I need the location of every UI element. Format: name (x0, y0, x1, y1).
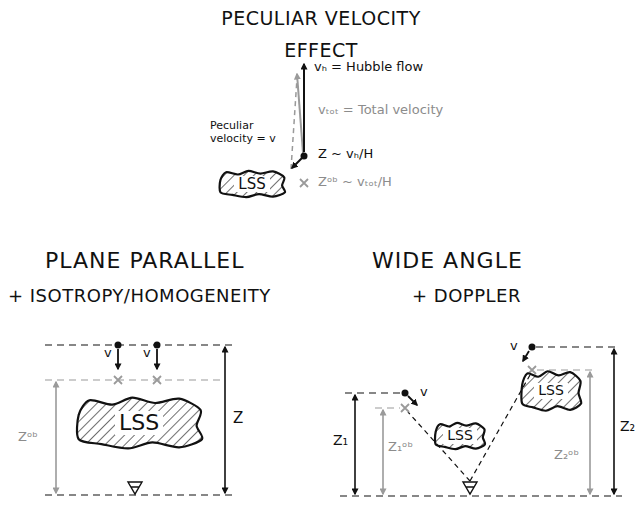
observer-baseline (45, 494, 232, 495)
observed-position-mark (300, 179, 308, 187)
peculiar-velocity-arrow (117, 349, 119, 369)
galaxy-dot (154, 342, 161, 349)
structure-label: LSS (234, 176, 269, 193)
velocity-label: Peculiar velocity = v (210, 120, 294, 145)
velocity-sum-guide (291, 78, 297, 169)
total-velocity-arrow (297, 74, 303, 153)
observed-distance-arrow (382, 410, 384, 494)
observed-position-mark (153, 376, 161, 384)
observer-symbol (128, 482, 142, 494)
observed-distance-line (537, 369, 596, 370)
galaxy-dot (115, 342, 122, 349)
structure-blob (521, 371, 581, 410)
distance-label: Z (233, 410, 243, 427)
distance-arrow (354, 395, 356, 494)
observed-distance-line (375, 407, 400, 408)
distance-label: Z₁ᵒᵇ (388, 440, 413, 455)
peculiar-velocity-arrow (408, 396, 417, 405)
galaxy-dot (529, 344, 536, 351)
large-scale-structure: LSS (515, 366, 587, 416)
large-scale-structure: LSS (213, 166, 291, 202)
velocity-label: vₕ = Hubble flow (314, 60, 423, 75)
observed-distance-arrow (589, 372, 591, 494)
section-subheading: + ISOTROPY/HOMOGENEITY (8, 286, 271, 307)
structure-label: LSS (534, 383, 568, 398)
large-scale-structure: LSS (429, 418, 491, 454)
velocity-symbol: v (143, 346, 151, 361)
structure-blob (220, 171, 286, 197)
distance-label: Z₂ᵒᵇ (554, 448, 579, 463)
distance-label: Zᵒᵇ (18, 430, 38, 445)
galaxy-dot (402, 390, 409, 397)
diagram-title: PECULIAR VELOCITY EFFECT (196, 2, 446, 66)
distance-label: Z₁ (333, 432, 348, 448)
redshift-formula: Z ~ vₕ/H (318, 147, 373, 162)
peculiar-velocity-arrow (292, 158, 302, 168)
hubble-flow-arrow (303, 64, 305, 152)
peculiar-velocity-arrow (156, 349, 158, 369)
observed-position-mark (114, 376, 122, 384)
structure-blob (435, 423, 485, 449)
velocity-label: vₜₒₜ = Total velocity (318, 103, 443, 118)
distance-arrow (613, 349, 615, 494)
velocity-symbol: v (420, 385, 428, 400)
observer-symbol (463, 482, 477, 494)
true-distance-line (536, 346, 616, 347)
observed-distance-line (45, 379, 222, 380)
velocity-symbol: v (104, 346, 112, 361)
redshift-formula: Zᵒᵇ ~ vₜₒₜ/H (318, 175, 392, 190)
true-distance-line (45, 344, 232, 345)
section-subheading: + DOPPLER (412, 286, 521, 307)
observed-distance-arrow (55, 382, 57, 493)
structure-label: LSS (115, 411, 163, 435)
structure-label: LSS (443, 428, 477, 443)
observer-baseline (340, 495, 622, 496)
galaxy-dot (301, 153, 308, 160)
structure-blob (77, 398, 202, 449)
observed-position-mark (401, 404, 409, 412)
true-distance-line (345, 392, 401, 393)
peculiar-velocity-arrow (523, 351, 529, 361)
distance-label: Z₂ (620, 418, 635, 434)
large-scale-structure: LSS (68, 392, 210, 454)
section-heading: PLANE PARALLEL (45, 248, 244, 273)
velocity-symbol: v (510, 339, 518, 354)
section-heading: WIDE ANGLE (372, 248, 523, 273)
distance-arrow (224, 347, 226, 493)
